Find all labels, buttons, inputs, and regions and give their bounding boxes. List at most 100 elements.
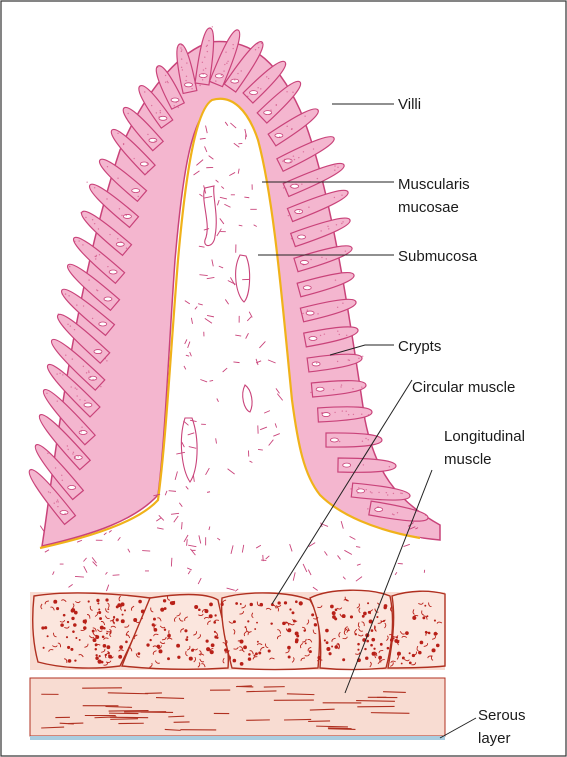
muscle-fiber (383, 692, 406, 693)
mucosa-speck (175, 102, 176, 103)
mucosa-speck (299, 211, 300, 212)
mucosa-speck (334, 412, 335, 413)
mucosa-speck (357, 492, 358, 493)
mucosa-speck (227, 61, 228, 62)
crypt (109, 270, 117, 274)
mucosa-speck (157, 67, 158, 68)
mucosa-speck (90, 377, 91, 378)
mucosa-speck (80, 212, 81, 213)
mucosa-speck (65, 293, 66, 294)
nucleus (426, 615, 428, 617)
mucosa-speck (50, 492, 51, 493)
mucosa-speck (257, 43, 258, 44)
mucosa-speck (62, 374, 63, 375)
mucosa-speck (58, 313, 59, 314)
nucleus (331, 646, 333, 648)
mucosa-speck (313, 148, 314, 149)
mucosa-speck (241, 70, 242, 71)
mucosa-speck (181, 58, 182, 59)
nucleus (384, 604, 388, 608)
nucleus (366, 640, 369, 643)
mucosa-speck (208, 40, 209, 41)
crypt (215, 74, 223, 78)
mucosa-speck (367, 508, 368, 509)
mucosa-speck (345, 250, 346, 251)
mucosa-speck (56, 373, 57, 374)
mucosa-speck (283, 187, 284, 188)
mucosa-speck (46, 393, 47, 394)
mucosa-speck (61, 475, 62, 476)
nucleus (214, 614, 216, 616)
nucleus (103, 627, 105, 629)
nucleus (224, 648, 228, 652)
nucleus (43, 647, 45, 649)
nucleus (342, 614, 346, 618)
nucleus (83, 619, 87, 623)
crypt (303, 286, 311, 290)
nucleus (296, 634, 299, 637)
mucosa-speck (57, 400, 58, 401)
crypt (322, 413, 330, 417)
nucleus (299, 601, 303, 605)
mucosa-speck (83, 366, 84, 367)
mucosa-speck (260, 88, 261, 89)
mucosa-speck (147, 171, 148, 172)
mucosa-speck (181, 51, 182, 52)
mucosa-speck (301, 184, 302, 185)
nucleus (56, 607, 59, 610)
nucleus (255, 652, 258, 655)
mucosa-speck (342, 303, 343, 304)
mucosa-speck (94, 187, 95, 188)
mucosa-speck (358, 358, 359, 359)
nucleus (436, 644, 440, 648)
mucosa-speck (310, 259, 311, 260)
nucleus (367, 602, 369, 604)
nucleus (424, 605, 426, 607)
crypt (300, 260, 308, 264)
crypt (250, 91, 258, 95)
mucosa-speck (333, 389, 334, 390)
nucleus (98, 611, 101, 614)
mucosa-speck (48, 491, 49, 492)
nucleus (214, 635, 217, 638)
mucosa-speck (181, 67, 182, 68)
mucosa-speck (76, 389, 77, 390)
mucosa-speck (100, 386, 101, 387)
mucosa-speck (361, 386, 362, 387)
nucleus (95, 657, 98, 660)
nucleus (74, 611, 78, 615)
mucosa-speck (224, 64, 225, 65)
nucleus (397, 652, 401, 656)
mucosa-speck (232, 48, 233, 49)
mucosa-speck (82, 244, 83, 245)
crypt (159, 116, 167, 120)
nucleus (240, 662, 244, 666)
nucleus (106, 645, 110, 649)
nucleus (97, 660, 101, 664)
crypt (330, 438, 338, 442)
longitudinal-muscle-layer (30, 678, 445, 736)
mucosa-speck (95, 258, 96, 259)
mucosa-speck (88, 370, 89, 371)
crypt (291, 184, 299, 188)
nucleus (71, 617, 74, 620)
nucleus (149, 639, 151, 641)
crypt (79, 431, 87, 435)
nucleus (92, 630, 95, 633)
mucosa-speck (363, 464, 364, 465)
mucosa-speck (317, 313, 318, 314)
mucosa-speck (308, 207, 309, 208)
nucleus (250, 603, 253, 606)
mucosa-speck (84, 400, 85, 401)
mucosa-speck (321, 257, 322, 258)
mucosa-speck (154, 140, 155, 141)
mucosa-speck (290, 161, 291, 162)
mucosa-speck (310, 392, 311, 393)
nucleus (117, 603, 121, 607)
mucosa-speck (165, 82, 166, 83)
crypt (123, 214, 131, 218)
mucosa-speck (68, 295, 69, 296)
mucosa-speck (400, 492, 401, 493)
fiber (182, 522, 183, 529)
nucleus (326, 641, 329, 644)
